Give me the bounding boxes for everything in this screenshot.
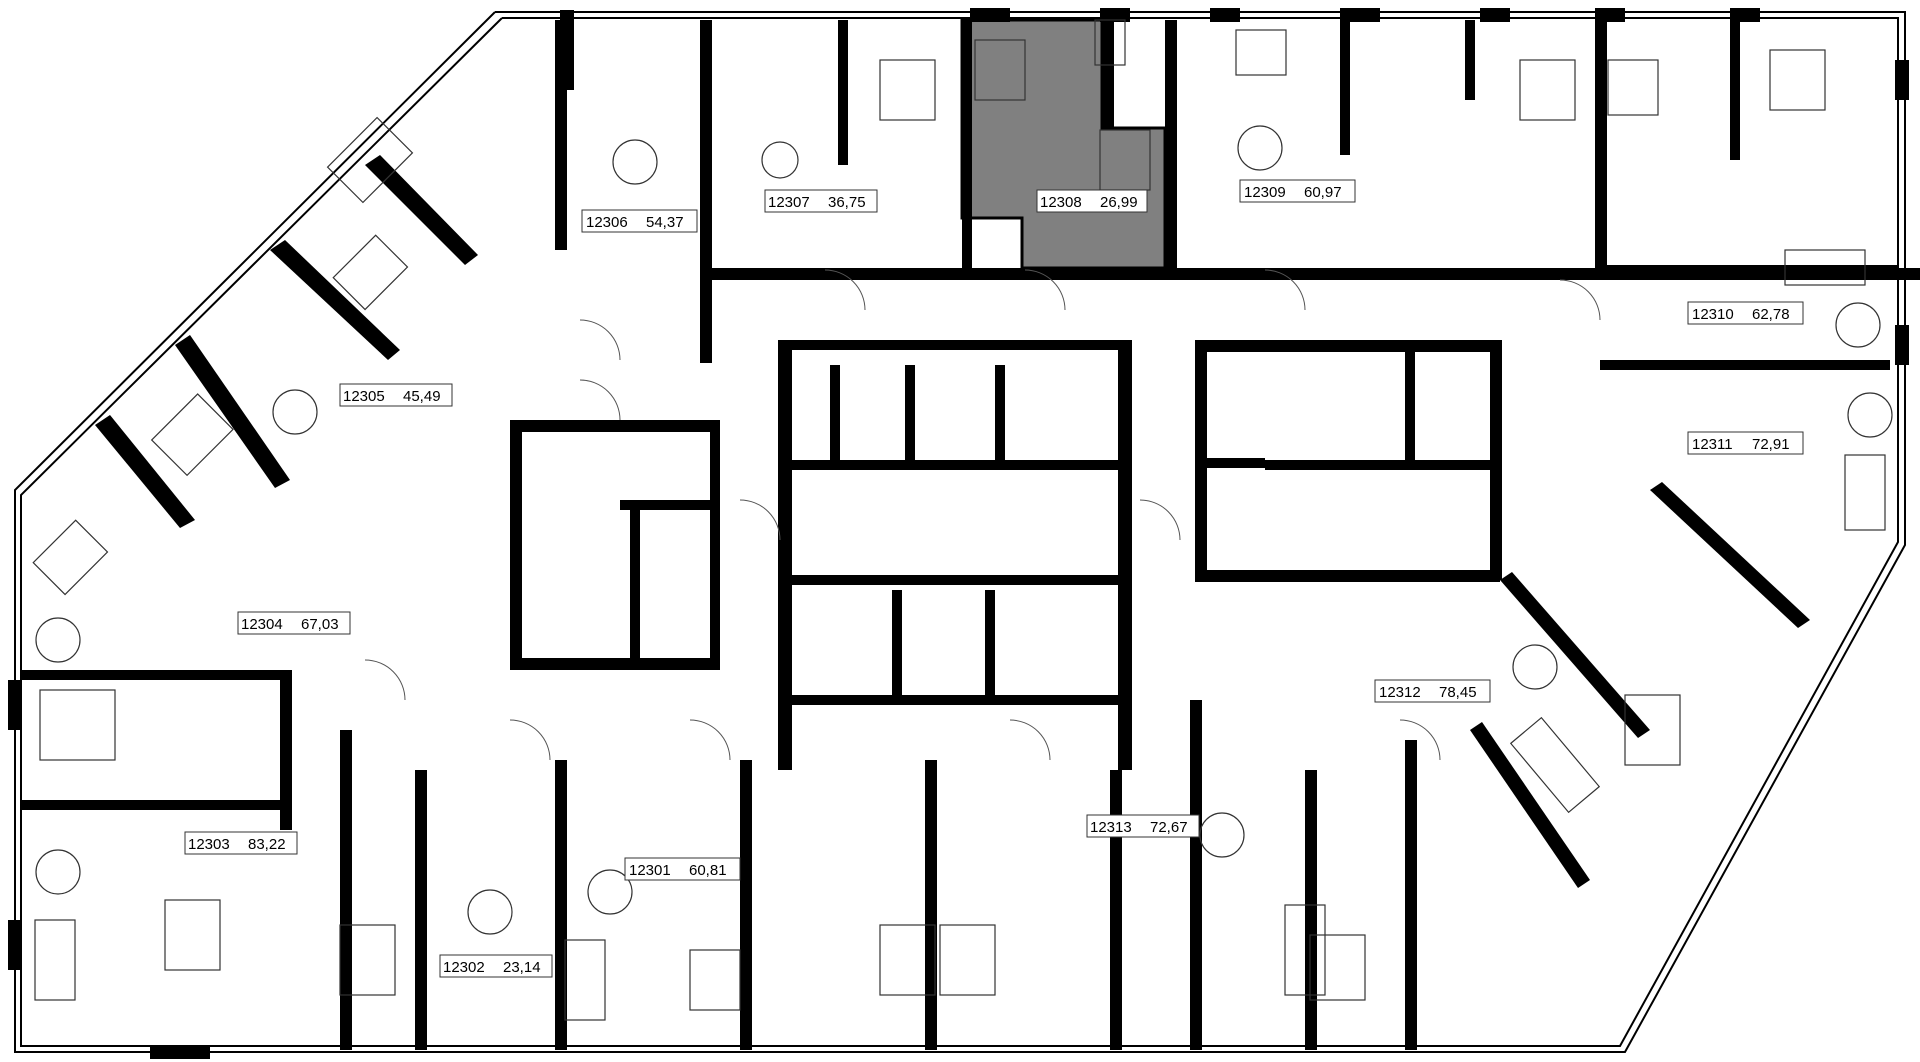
building-outline [14,11,1906,1053]
unit-label-12305[interactable]: 12305 45,49 [339,383,453,407]
unit-label-12310-area: 62,78 [1752,306,1790,323]
unit-label-12313-id: 12313 [1090,819,1132,836]
unit-label-12311[interactable]: 12311 72,91 [1687,431,1804,455]
unit-labels: 12306 54,37 12307 36,75 12308 26,99 1230… [184,179,1804,978]
unit-label-12312[interactable]: 12312 78,45 [1374,679,1491,703]
unit-label-12303-area: 83,22 [248,836,286,853]
unit-label-12309-area: 60,97 [1304,184,1342,201]
unit-label-12306-id: 12306 [586,214,628,231]
unit-label-12310[interactable]: 12310 62,78 [1687,301,1804,325]
unit-label-12301-id: 12301 [629,862,671,879]
unit-label-12304-id: 12304 [241,616,283,633]
unit-label-12310-id: 12310 [1692,306,1734,323]
unit-label-12312-area: 78,45 [1439,684,1477,701]
unit-label-12312-id: 12312 [1379,684,1421,701]
unit-label-12301[interactable]: 12301 60,81 [624,857,741,881]
unit-label-12302-area: 23,14 [503,959,541,976]
outer-walls [8,8,1909,1059]
partition-walls [20,20,1898,1050]
unit-label-12308-area: 26,99 [1100,194,1138,211]
unit-label-12306[interactable]: 12306 54,37 [581,209,698,233]
doors [364,269,1601,761]
unit-label-12311-id: 12311 [1692,436,1733,453]
unit-label-12311-area: 72,91 [1752,436,1790,453]
unit-label-12313-area: 72,67 [1150,819,1188,836]
unit-label-12304-area: 67,03 [301,616,339,633]
unit-label-12305-id: 12305 [343,388,385,405]
unit-label-12307-id: 12307 [768,194,810,211]
unit-label-12309-id: 12309 [1244,184,1286,201]
unit-label-12305-area: 45,49 [403,388,441,405]
core-walls [510,268,1920,770]
unit-label-12306-area: 54,37 [646,214,684,231]
unit-label-12304[interactable]: 12304 67,03 [237,611,351,635]
unit-label-12302[interactable]: 12302 23,14 [439,954,553,978]
unit-label-12307-area: 36,75 [828,194,866,211]
unit-label-12303-id: 12303 [188,836,230,853]
unit-label-12307[interactable]: 12307 36,75 [764,189,878,213]
unit-label-12309[interactable]: 12309 60,97 [1239,179,1356,203]
unit-label-12301-area: 60,81 [689,862,727,879]
unit-label-12313[interactable]: 12313 72,67 [1086,814,1200,838]
unit-label-12308[interactable]: 12308 26,99 [1036,189,1148,213]
unit-label-12302-id: 12302 [443,959,485,976]
unit-label-12308-id: 12308 [1040,194,1082,211]
unit-12308-highlight[interactable] [960,18,1167,270]
unit-label-12303[interactable]: 12303 83,22 [184,831,298,855]
